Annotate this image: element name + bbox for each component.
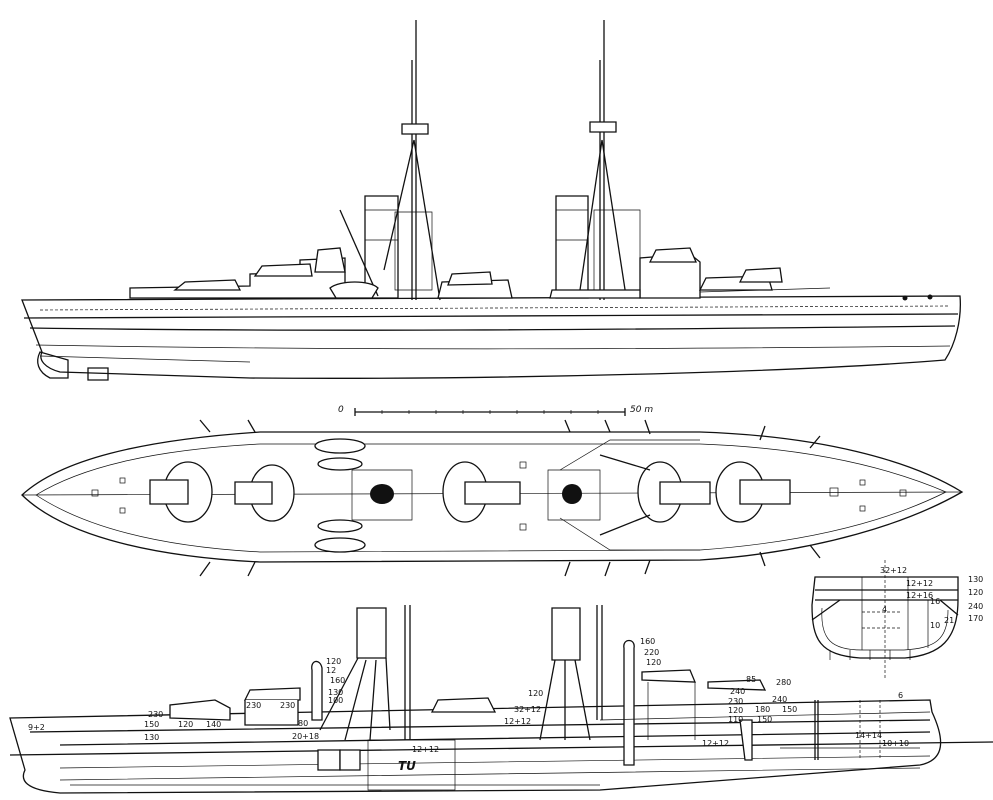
- section-label: 120: [968, 588, 984, 597]
- profile-label: 14+14: [855, 731, 883, 740]
- section-label: 12+16: [906, 591, 934, 600]
- profile-label: 180: [755, 705, 771, 714]
- profile-label: 160: [640, 637, 656, 646]
- profile-label: 150: [782, 705, 798, 714]
- profile-label: 240: [772, 695, 788, 704]
- profile-label: 110: [728, 715, 744, 724]
- profile-label: 6: [898, 691, 904, 700]
- section-label: 16: [930, 597, 941, 606]
- inboard-profile: [9, 605, 993, 794]
- profile-label: 10+10: [882, 739, 910, 748]
- profile-label: 20+18: [292, 732, 320, 741]
- section-label: 12+12: [906, 579, 934, 588]
- profile-label: 230: [280, 701, 296, 710]
- profile-label: 9+2: [28, 723, 45, 732]
- section-label: 240: [968, 602, 984, 611]
- side-elevation: [21, 20, 961, 381]
- profile-label: 150: [144, 720, 160, 729]
- profile-label: 230: [246, 701, 262, 710]
- profile-label: 80: [298, 719, 309, 728]
- section-label: 32+12: [880, 566, 908, 575]
- profile-label: 150: [757, 715, 773, 724]
- profile-label: 120: [646, 658, 662, 667]
- profile-label: 230: [148, 710, 164, 719]
- profile-label: 12: [326, 666, 337, 675]
- profile-label: 240: [730, 687, 746, 696]
- scale-zero-label: 0: [338, 405, 344, 415]
- profile-label: 12+12: [412, 745, 440, 754]
- profile-label: 85: [746, 675, 757, 684]
- section-label: 130: [968, 575, 984, 584]
- profile-label: 120: [178, 720, 194, 729]
- profile-label: 140: [206, 720, 222, 729]
- section-label: 4: [882, 605, 888, 614]
- scale-end-label: 50 m: [630, 405, 654, 415]
- section-label: 170: [968, 614, 984, 623]
- profile-label: 120: [528, 689, 544, 698]
- profile-label: 100: [328, 696, 344, 705]
- profile-label: 120: [728, 706, 744, 715]
- profile-label: 12+12: [504, 717, 532, 726]
- profile-label: 120: [326, 657, 342, 666]
- profile-label: 12+12: [702, 739, 730, 748]
- profile-label: 230: [728, 697, 744, 706]
- profile-label: 130: [328, 688, 344, 697]
- profile-label: 280: [776, 678, 792, 687]
- section-label: 10: [930, 621, 941, 630]
- deck-plan: [21, 419, 964, 577]
- midship-section: [811, 560, 959, 680]
- section-label: 21: [944, 616, 955, 625]
- profile-label: 130: [144, 733, 160, 742]
- scale-bar: [354, 408, 626, 416]
- profile-label: 32+12: [514, 705, 542, 714]
- turbine-room-label: TU: [398, 759, 416, 773]
- profile-label: 220: [644, 648, 660, 657]
- profile-label: 160: [330, 676, 346, 685]
